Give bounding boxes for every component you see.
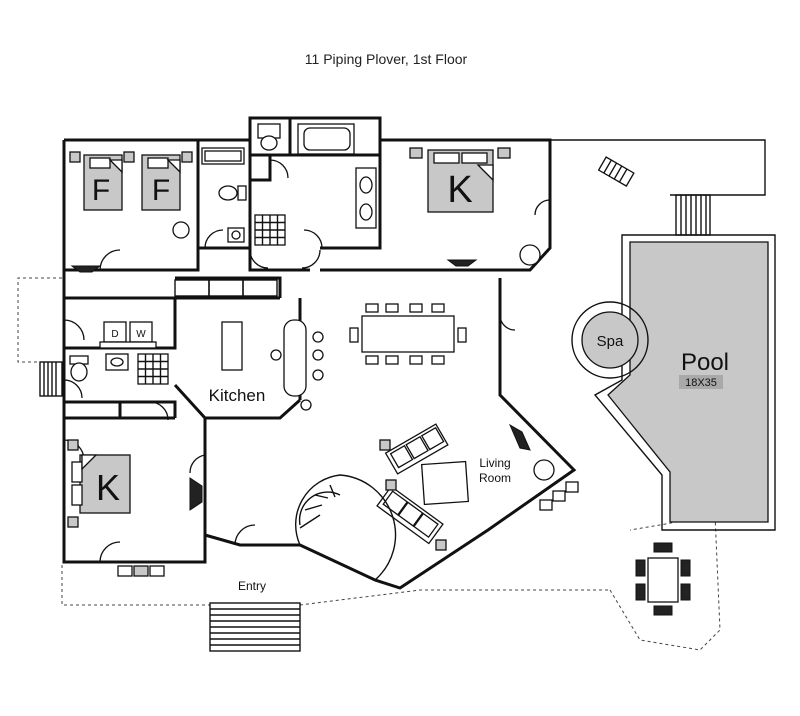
spa-outer bbox=[571, 301, 649, 379]
left-bathroom bbox=[69, 353, 169, 385]
room-label-living-2: Room bbox=[479, 471, 511, 485]
spa-label: Spa bbox=[597, 333, 624, 350]
shower-grid-2 bbox=[137, 353, 169, 385]
king-bed-lower bbox=[79, 454, 131, 514]
pool-size-label: 18X35 bbox=[685, 377, 717, 389]
lounge-chair bbox=[597, 156, 635, 187]
room-label-kitchen: Kitchen bbox=[209, 386, 266, 405]
pool-area: Spa Pool 18X35 bbox=[548, 139, 776, 531]
washer-label: W bbox=[136, 329, 146, 340]
armchair-icon-2 bbox=[533, 459, 555, 481]
kitchen: Kitchen bbox=[209, 319, 324, 411]
living-room: Living Room bbox=[376, 423, 579, 551]
dryer-label: D bbox=[111, 329, 118, 340]
kitchen-island bbox=[221, 321, 243, 371]
shower-grid bbox=[254, 214, 286, 246]
master-bedroom: K bbox=[409, 147, 541, 266]
toilet-icon-3 bbox=[70, 362, 88, 382]
kitchen-bar bbox=[283, 319, 307, 397]
sofa-2 bbox=[376, 485, 444, 545]
chair-icon bbox=[172, 221, 190, 239]
plan-title: 11 Piping Plover, 1st Floor bbox=[305, 51, 468, 67]
laundry-room: D W bbox=[99, 321, 157, 349]
pool-size-badge bbox=[679, 375, 723, 389]
coffee-table bbox=[420, 460, 470, 506]
closets bbox=[174, 279, 278, 297]
bed-letter-k-lower: K bbox=[96, 467, 120, 508]
spa-water bbox=[581, 311, 639, 369]
pool-label: Pool bbox=[681, 349, 729, 376]
lower-bedroom: K bbox=[67, 439, 165, 577]
upper-bathrooms bbox=[201, 123, 377, 246]
bedroom-twin-beds: F F bbox=[69, 151, 193, 239]
side-steps bbox=[39, 361, 63, 397]
sofa-1 bbox=[384, 423, 449, 475]
entry-steps bbox=[209, 602, 301, 652]
armchair-icon bbox=[519, 244, 541, 266]
room-label-entry: Entry bbox=[238, 579, 266, 593]
toilet-icon-2 bbox=[260, 135, 278, 151]
bed-letter-k-upper: K bbox=[447, 169, 472, 211]
pool-outer bbox=[593, 234, 776, 531]
windows bbox=[70, 259, 531, 511]
doors bbox=[63, 159, 551, 563]
dining-table bbox=[349, 303, 467, 365]
room-label-living-1: Living bbox=[479, 456, 510, 470]
toilet-icon bbox=[218, 185, 238, 201]
spiral-staircase bbox=[295, 474, 397, 581]
bed-letter-f2: F bbox=[152, 174, 170, 207]
bed-letter-f1: F bbox=[92, 174, 110, 207]
patio-table bbox=[635, 542, 691, 616]
king-bed-upper bbox=[427, 149, 494, 213]
